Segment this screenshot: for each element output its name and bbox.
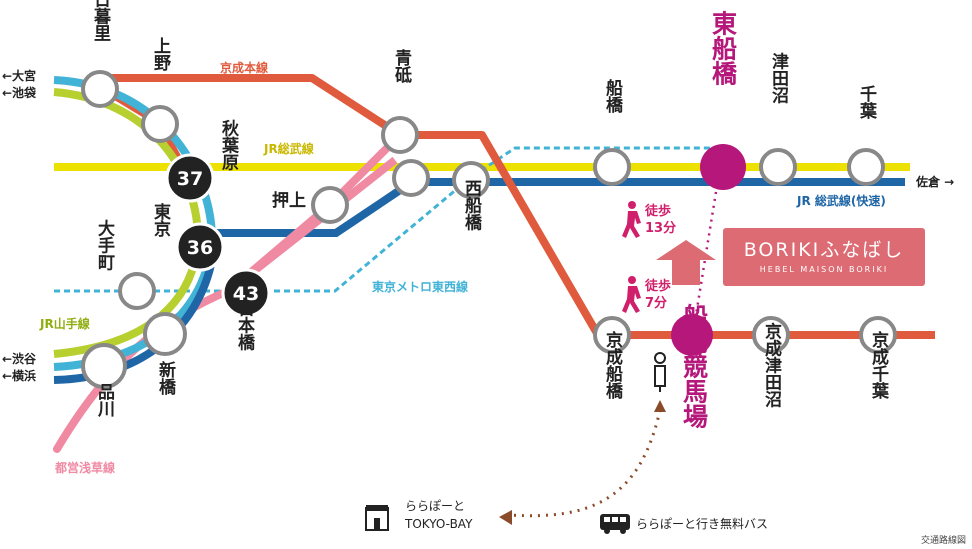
name-akihabara: 秋葉原	[218, 118, 240, 171]
name-funabashi-keibajo: 船橋競馬場	[680, 304, 709, 430]
name-nippori: 日暮里	[90, 0, 112, 42]
station-shinagawa[interactable]	[81, 343, 127, 389]
station-higashifunabashi[interactable]	[700, 144, 746, 190]
station-keisei-funabashi[interactable]	[593, 316, 631, 354]
up-arrow	[656, 240, 716, 285]
label-asakusa: 都営浅草線	[54, 460, 115, 475]
badge-tokyo	[175, 222, 225, 272]
name-ueno: 上野	[150, 37, 171, 72]
lalaport-path	[509, 409, 662, 518]
name-keisei-chiba: 京成千葉	[868, 330, 890, 400]
walk-keibajo-label: 徒歩	[644, 278, 671, 294]
lalaport-sub: TOKYO-BAY	[404, 517, 473, 531]
bus-label: ららぽーと行き無料バス	[636, 516, 768, 531]
label-jr-sobu: JR総武線	[263, 141, 314, 156]
walker-icon-keibajo	[622, 276, 641, 313]
name-tsudanuma: 津田沼	[768, 51, 789, 104]
bus-stop-icon	[654, 352, 666, 392]
name-keisei-funabashi: 京成船橋	[602, 330, 623, 400]
walk-keibajo-time: 7分	[645, 295, 667, 311]
name-aoto: 青砥	[391, 48, 412, 84]
name-higashifunabashi: 東船橋	[709, 11, 738, 87]
lalaport-name: ららぽーと	[405, 499, 465, 513]
lalaport-arrow	[499, 510, 512, 525]
line-jr-sobu-rapid	[190, 178, 905, 237]
credit-label: 交通路線図	[920, 536, 966, 546]
dir-sakura: 佐倉 →	[915, 174, 954, 189]
name-chiba: 千葉	[856, 85, 878, 120]
label-keisei-main: 京成本線	[220, 60, 268, 75]
line-keisei	[100, 74, 935, 339]
line-asakusa-upper	[227, 156, 398, 294]
walk-higashi-label: 徒歩	[644, 203, 671, 219]
station-chiba[interactable]	[847, 148, 885, 186]
name-otemachi: 大手町	[94, 218, 115, 271]
dir-yokohama: ←横浜	[2, 368, 36, 383]
boriki-sign: BORIKIふなばし HEBEL MAISON BORIKI	[723, 228, 925, 286]
badge-akihabara-num: 37	[177, 168, 203, 190]
walk-higashi-time: 13分	[645, 220, 676, 236]
station-keisei-chiba[interactable]	[859, 316, 897, 354]
label-jr-sobu-rapid: JR 総武線(快速)	[796, 193, 886, 208]
station-shinbashi[interactable]	[143, 312, 187, 356]
station-keisei-tsudanuma[interactable]	[752, 316, 790, 354]
badge-nihonbashi	[221, 268, 271, 318]
dir-ikebukuro: ←池袋	[2, 85, 37, 100]
lalaport-arrow-top	[654, 400, 666, 412]
name-nishifunabashi: 西船橋	[461, 180, 482, 232]
shop-icon	[365, 505, 389, 531]
walker-icon-higashi	[622, 201, 641, 238]
name-keisei-tsudanuma: 京成津田沼	[761, 321, 782, 408]
name-funabashi: 船橋	[602, 78, 623, 114]
station-aoto[interactable]	[381, 116, 419, 154]
bus-icon	[600, 514, 630, 534]
station-nishifunabashi[interactable]	[452, 161, 490, 199]
name-shinagawa: 品川	[94, 383, 116, 418]
label-yamanote: JR山手線	[39, 316, 90, 331]
station-circles	[81, 70, 897, 389]
label-tozai: 東京メトロ東西線	[372, 279, 468, 294]
badge-tokyo-num: 36	[187, 237, 213, 259]
station-aoto-rapid[interactable]	[392, 159, 430, 197]
station-nippori[interactable]	[81, 70, 119, 108]
station-ueno[interactable]	[141, 105, 179, 143]
name-nihonbashi: 日本橋	[234, 300, 255, 352]
dir-omiya: ←大宮	[2, 68, 36, 83]
name-oshiage: 押上	[272, 190, 306, 211]
station-funabashi[interactable]	[593, 148, 631, 186]
boriki-subtitle: HEBEL MAISON BORIKI	[759, 265, 889, 274]
badge-akihabara	[165, 153, 215, 203]
badge-nihonbashi-num: 43	[233, 283, 259, 305]
dir-shibuya: ←渋谷	[2, 351, 37, 366]
boriki-title: BORIKIふなばし	[743, 239, 905, 261]
station-funabashi-keibajo[interactable]	[671, 314, 713, 356]
name-shinbashi: 新橋	[155, 360, 176, 396]
name-tokyo: 東京	[150, 202, 171, 238]
station-oshiage[interactable]	[311, 186, 349, 224]
station-otemachi[interactable]	[118, 272, 156, 310]
station-tsudanuma[interactable]	[759, 148, 797, 186]
